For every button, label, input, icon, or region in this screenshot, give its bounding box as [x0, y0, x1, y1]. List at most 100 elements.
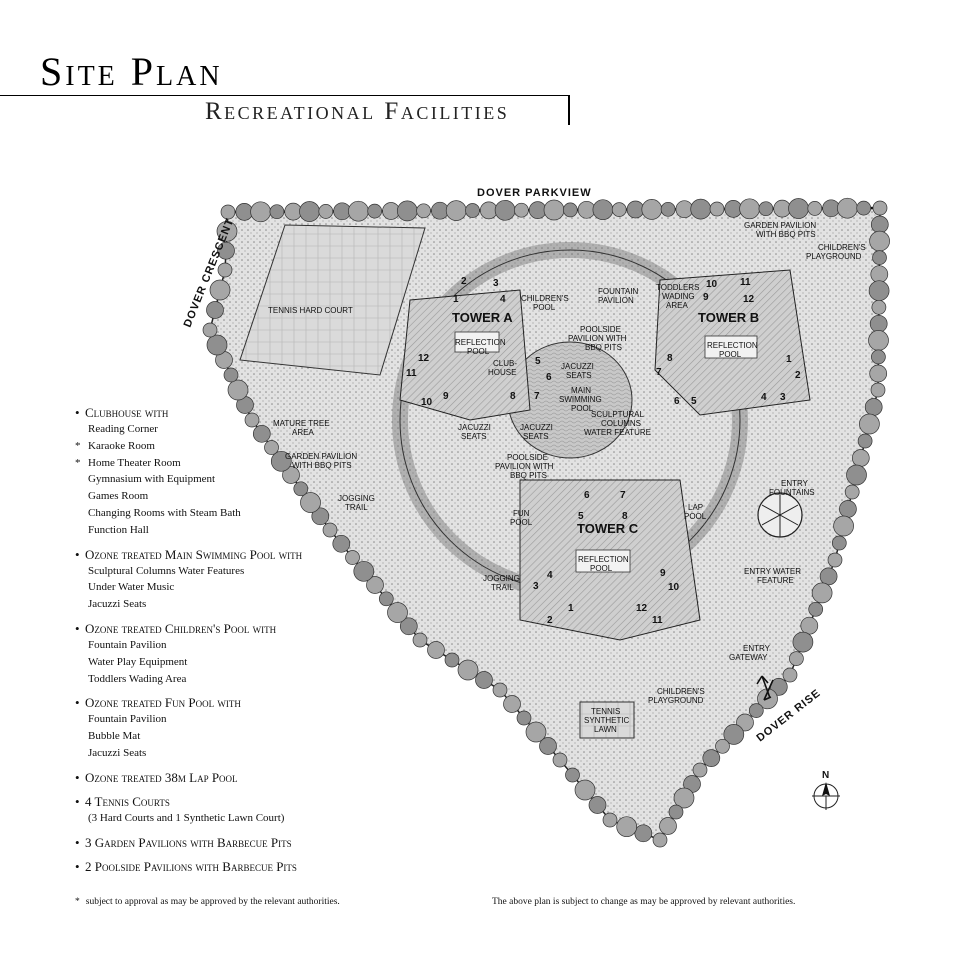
- tree-canopy: [869, 314, 888, 333]
- legend-item: Water Play Equipment: [88, 655, 188, 668]
- tree-canopy: [562, 202, 578, 218]
- tree-canopy: [844, 484, 860, 500]
- tree-canopy: [800, 616, 819, 635]
- legend-group: Ozone treated 38m Lap Pool: [70, 769, 370, 786]
- tree-canopy: [209, 279, 231, 301]
- tree-canopy: [870, 382, 886, 398]
- tower-a-building: [399, 289, 531, 421]
- fun-pool-label-1: FUN: [513, 509, 530, 518]
- tree-canopy: [827, 552, 843, 568]
- tree-canopy: [333, 202, 351, 221]
- lap-pool-label-2: POOL: [684, 512, 707, 521]
- tower-a-unit: 1: [453, 294, 459, 305]
- tower-c-unit: 2: [547, 615, 553, 626]
- tree-canopy: [494, 199, 516, 221]
- tree-canopy: [416, 203, 431, 219]
- tree-canopy: [758, 201, 774, 217]
- tree-canopy: [602, 812, 618, 828]
- tree-canopy: [284, 202, 303, 221]
- tower-b-unit: 11: [740, 277, 751, 288]
- legend-item: Function Hall: [88, 523, 149, 536]
- tree-canopy: [675, 200, 694, 219]
- tree-canopy: [773, 199, 792, 218]
- tree-canopy: [782, 667, 798, 683]
- childrens-playground-ne-label-2: PLAYGROUND: [806, 252, 862, 261]
- entry-gateway-label-2: GATEWAY: [729, 653, 768, 662]
- tower-c-unit: 1: [568, 603, 574, 614]
- tower-c-unit: 7: [620, 490, 626, 501]
- legend-item: Changing Rooms with Steam Bath: [88, 506, 241, 519]
- tennis-lawn-label-1: TENNIS: [591, 707, 620, 716]
- fun-pool-label-2: POOL: [510, 518, 533, 527]
- childrens-playground-ne-label-1: CHILDREN'S: [818, 243, 866, 252]
- tower-b-unit: 5: [691, 396, 697, 407]
- tower-b-unit: 7: [656, 367, 662, 378]
- footnote-left-text: subject to approval as may be approved b…: [85, 897, 340, 907]
- jacuzzi-right-label-1: JACUZZI: [520, 423, 553, 432]
- tree-canopy: [872, 250, 887, 265]
- tree-canopy: [792, 631, 814, 653]
- tower-b-unit: 8: [667, 353, 673, 364]
- jogging-1-label-1: JOGGING: [338, 494, 375, 503]
- sculptural-label-2: COLUMNS: [601, 419, 641, 428]
- toddlers-label-2: WADING: [662, 292, 695, 301]
- tennis-lawn-court: [579, 701, 635, 739]
- tree-canopy: [318, 204, 334, 219]
- tower-a-unit: 12: [418, 353, 430, 364]
- tree-canopy: [431, 201, 449, 220]
- tennis-lawn-label-3: LAWN: [594, 725, 617, 734]
- entry-fountain-pattern: [761, 493, 799, 537]
- footnote-right: The above plan is subject to change as m…: [492, 897, 796, 907]
- legend-item: Jacuzzi Seats: [88, 746, 147, 759]
- tree-canopy: [846, 464, 867, 486]
- toddlers-label-1: TODDLERS: [656, 283, 699, 292]
- tennis-hard-court: [239, 224, 426, 376]
- page-subtitle: Recreational Facilities: [205, 98, 510, 125]
- jacuzzi-left-label-1: JACUZZI: [458, 423, 491, 432]
- tower-b-unit: 2: [795, 370, 801, 381]
- reflection-pool-b: [704, 335, 758, 359]
- tree-canopy: [399, 617, 418, 636]
- tower-c-unit: 11: [652, 615, 663, 626]
- tree-canopy: [514, 202, 529, 218]
- road-label-dover-parkview: DOVER PARKVIEW: [477, 187, 592, 199]
- legend-item: Fountain Pavilion: [88, 713, 167, 726]
- reflection-c-label-2: POOL: [590, 564, 613, 573]
- tower-c-unit: 12: [636, 603, 648, 614]
- garden-pavilion-ne-label-2: WITH BBQ PITS: [756, 230, 816, 239]
- tower-a-unit: 11: [406, 368, 417, 379]
- tower-c-unit: 8: [622, 511, 628, 522]
- page-title: Site Plan: [40, 49, 223, 94]
- legend-group-title: Ozone treated Children's Pool with: [70, 620, 370, 637]
- legend-item: Under Water Music: [88, 581, 175, 594]
- reflection-pool-a: [454, 331, 500, 353]
- tree-canopy: [868, 330, 889, 351]
- tree-canopy: [788, 198, 809, 219]
- tower-a-unit: 2: [461, 276, 467, 287]
- legend-group-title: Clubhouse with: [70, 404, 370, 421]
- tower-b-unit: 3: [780, 392, 786, 403]
- tree-canopy: [871, 299, 887, 315]
- tree-canopy: [811, 582, 833, 604]
- tree-canopy: [552, 752, 568, 768]
- tree-canopy: [659, 817, 677, 835]
- childrens-playground-s-label-2: PLAYGROUND: [648, 696, 704, 705]
- tower-c-unit: 9: [660, 568, 666, 579]
- fountain-pavilion-label-1: FOUNTAIN: [598, 287, 639, 296]
- tree-canopy: [626, 200, 645, 219]
- legend-item: Games Room: [88, 490, 149, 503]
- poolside-c-label-2: PAVILION WITH: [495, 462, 554, 471]
- tree-canopy: [565, 767, 580, 783]
- tree-canopy: [789, 651, 804, 666]
- tree-canopy: [807, 201, 823, 216]
- main-pool-label-1: MAIN: [571, 386, 591, 395]
- tree-canopy: [503, 695, 521, 713]
- legend-item: Fountain Pavilion: [88, 638, 167, 651]
- tree-canopy: [382, 202, 400, 220]
- tree-canopy: [724, 200, 743, 218]
- tree-canopy: [831, 535, 847, 551]
- tree-canopy: [217, 262, 233, 278]
- legend-group: 2 Poolside Pavilions with Barbecue Pits: [70, 858, 370, 875]
- tree-canopy: [322, 522, 338, 538]
- legend-item: Gymnasium with Equipment: [88, 473, 216, 486]
